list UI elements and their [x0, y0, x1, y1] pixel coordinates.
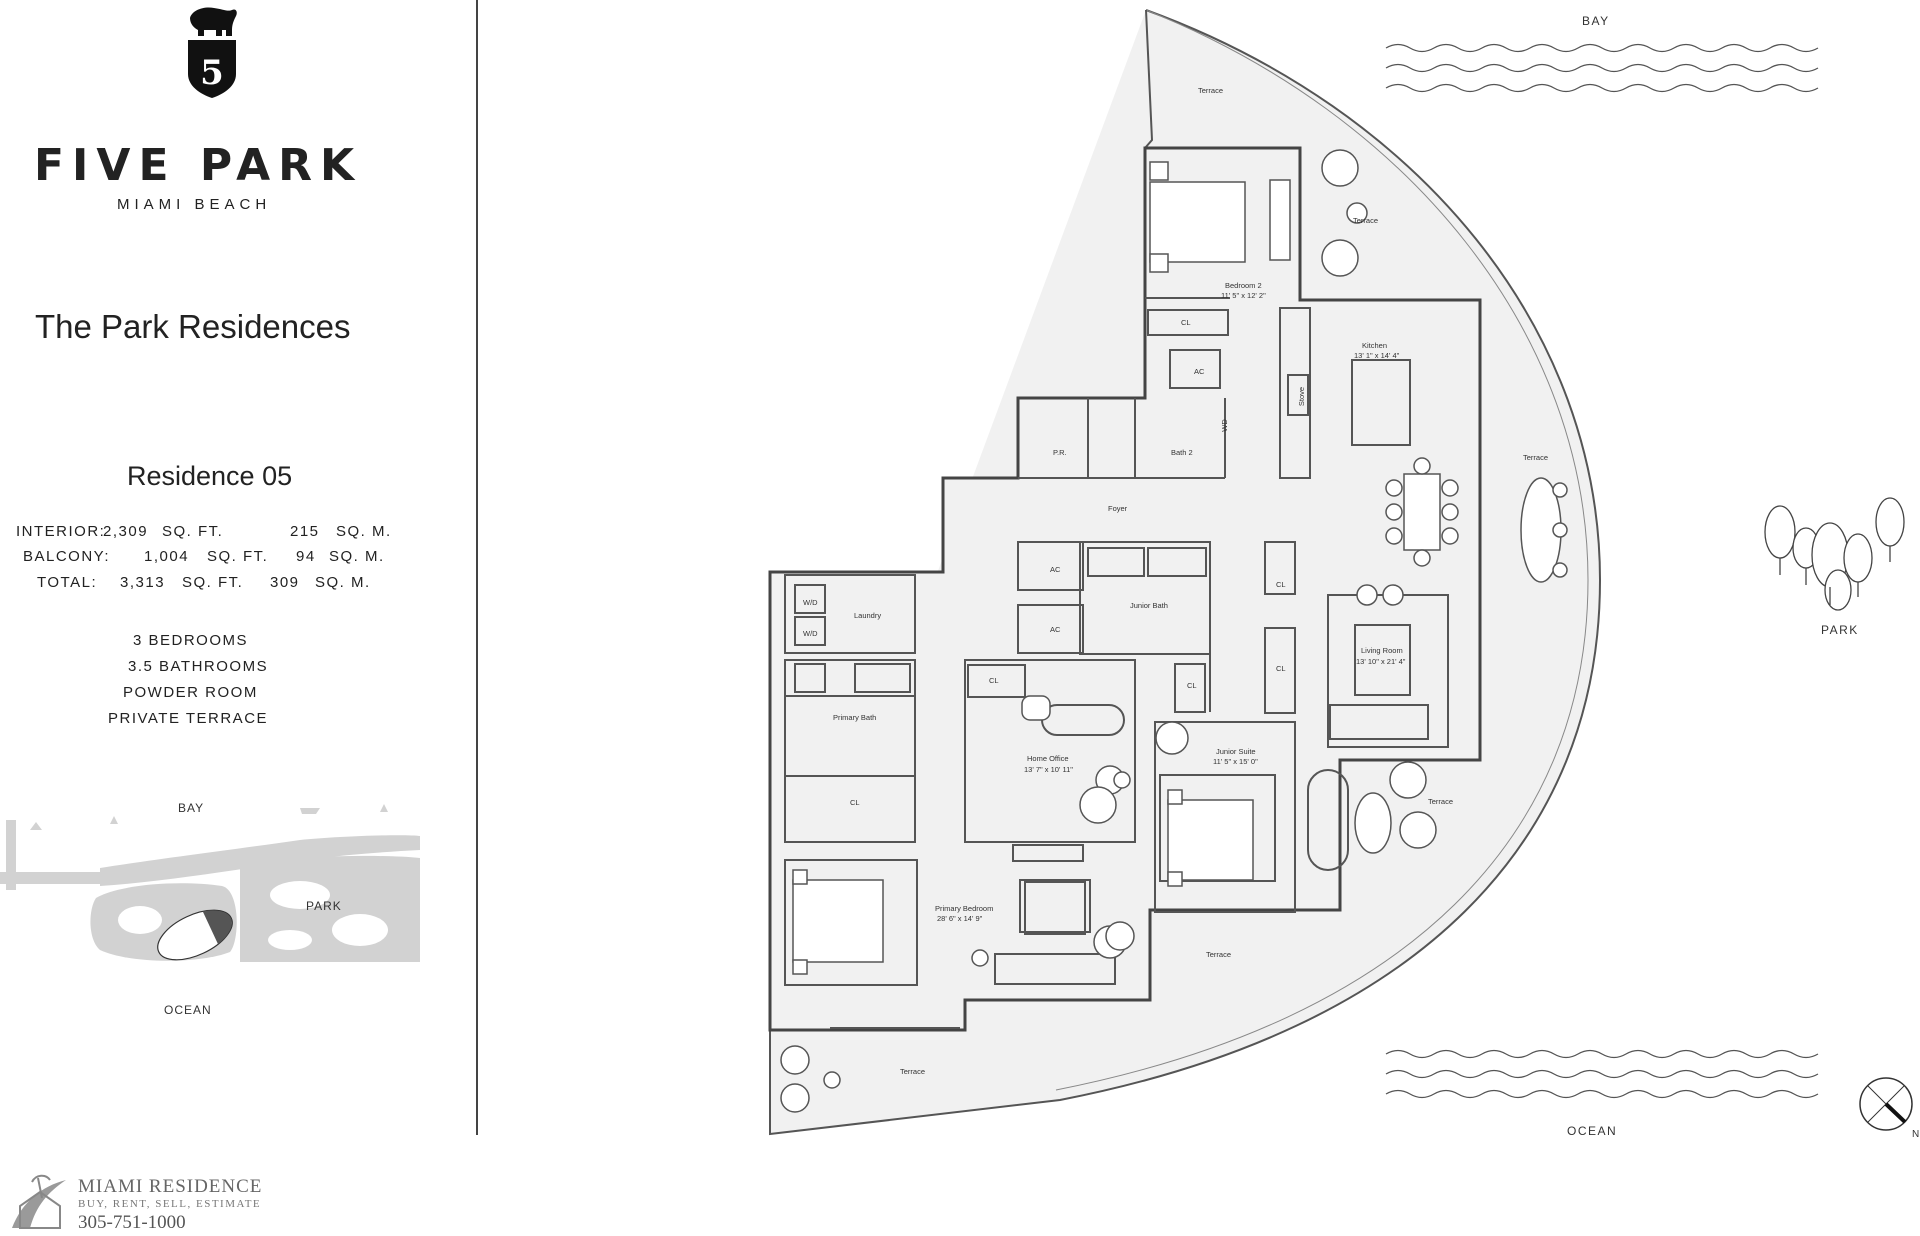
room-label-cl-a: CL: [1276, 580, 1286, 589]
brand-location: MIAMI BEACH: [117, 196, 272, 213]
plan-bay-label: BAY: [1582, 14, 1610, 28]
room-label-junior-bath: Junior Bath: [1130, 601, 1168, 610]
room-label-terrace-top: Terrace: [1198, 86, 1224, 95]
site-key-map: [0, 804, 420, 962]
feature-powder-room: POWDER ROOM: [123, 684, 258, 701]
room-label-ac-upper: AC: [1194, 367, 1205, 376]
room-label-living: Living Room: [1361, 646, 1403, 655]
room-label-terrace-living: Terrace: [1428, 797, 1454, 806]
info-sidebar: 5 FIVE PARK MIAMI BEACH The Park Residen…: [0, 0, 478, 1236]
room-label-bedroom2: Bedroom 2: [1225, 281, 1262, 290]
spec-balcony-sqm-unit: SQ. M.: [329, 548, 385, 565]
spec-interior-sqm-unit: SQ. M.: [336, 523, 392, 540]
room-label-wd-bath2: WD: [1219, 419, 1229, 432]
room-label-laundry: Laundry: [854, 611, 882, 620]
room-label-kitchen: Kitchen: [1362, 341, 1388, 350]
feature-private-terrace: PRIVATE TERRACE: [108, 710, 269, 727]
room-label-cl-bed2: CL: [1181, 318, 1191, 327]
room-label-terrace-right: Terrace: [1523, 453, 1549, 462]
spec-total-sqft-unit: SQ. FT.: [182, 574, 244, 591]
spec-total-sqft: 3,313: [120, 574, 166, 591]
spec-interior-sqft-unit: SQ. FT.: [162, 523, 224, 540]
svg-text:5: 5: [200, 53, 224, 93]
plan-ocean-label: OCEAN: [1567, 1124, 1618, 1138]
site-map-ocean-label: OCEAN: [164, 1003, 212, 1017]
room-label-home-office-dim: 13' 7" x 10' 11": [1024, 765, 1073, 774]
spec-total-sqm: 309: [270, 574, 300, 591]
spec-interior-label: INTERIOR:: [16, 523, 106, 540]
spec-balcony-sqft: 1,004: [144, 548, 190, 565]
room-label-junior-suite-dim: 11' 5" x 15' 0": [1213, 757, 1258, 766]
room-label-foyer: Foyer: [1108, 504, 1128, 513]
collection-title: The Park Residences: [35, 308, 351, 345]
room-label-stove: Stove: [1297, 386, 1307, 407]
spec-balcony-sqft-unit: SQ. FT.: [207, 548, 269, 565]
spec-balcony-sqm: 94: [296, 548, 316, 565]
room-label-pr: P.R.: [1053, 448, 1067, 457]
room-label-cl-c: CL: [989, 676, 999, 685]
vertical-divider: [476, 0, 478, 1135]
credit-phone[interactable]: 305-751-1000: [78, 1212, 186, 1233]
room-label-home-office: Home Office: [1027, 754, 1069, 763]
room-label-bath2: Bath 2: [1171, 448, 1193, 457]
feature-bathrooms: 3.5 BATHROOMS: [128, 658, 269, 675]
room-label-ac1: AC: [1050, 565, 1061, 574]
spec-interior-sqft: 2,309: [103, 523, 149, 540]
palm-house-logo-icon: [12, 1174, 66, 1229]
spec-balcony-label: BALCONY:: [23, 548, 111, 565]
room-label-junior-suite: Junior Suite: [1216, 747, 1256, 756]
spec-interior-sqm: 215: [290, 523, 320, 540]
spec-total-sqm-unit: SQ. M.: [315, 574, 371, 591]
room-label-living-dim: 13' 10" x 21' 4": [1356, 657, 1406, 666]
elephant-shield-logo: 5: [188, 7, 237, 98]
room-label-terrace-bed2: Terrace: [1353, 216, 1379, 225]
room-label-ac2: AC: [1050, 625, 1061, 634]
feature-bedrooms: 3 BEDROOMS: [133, 632, 249, 649]
room-label-cl-d: CL: [1187, 681, 1197, 690]
room-label-wd2: W/D: [803, 629, 818, 638]
spec-total-label: TOTAL:: [37, 574, 98, 591]
residence-title: Residence 05: [127, 461, 293, 491]
room-label-primary-bath: Primary Bath: [833, 713, 877, 722]
room-label-primary-bedroom-dim: 28' 6" x 14' 9": [937, 914, 983, 923]
room-label-kitchen-dim: 13' 1" x 14' 4": [1354, 351, 1400, 360]
compass-icon: [1859, 1077, 1913, 1131]
room-label-terrace-bottom-mid: Terrace: [1206, 950, 1232, 959]
plan-north-label: N: [1912, 1129, 1920, 1140]
room-label-terrace-bottom-left: Terrace: [900, 1067, 926, 1076]
site-map-park-label: PARK: [306, 899, 342, 913]
site-map-bay-label: BAY: [178, 801, 205, 815]
credit-tagline: BUY, RENT, SELL, ESTIMATE: [78, 1198, 262, 1210]
room-label-cl-primary: CL: [850, 798, 860, 807]
credit-name: MIAMI RESIDENCE: [78, 1176, 263, 1197]
room-label-wd1: W/D: [803, 598, 818, 607]
room-label-primary-bedroom: Primary Bedroom: [935, 904, 994, 913]
brand-name: FIVE PARK: [34, 140, 363, 191]
plan-park-label: PARK: [1821, 623, 1859, 637]
room-label-bedroom2-dim: 11' 5" x 12' 2": [1221, 291, 1266, 300]
room-label-cl-b: CL: [1276, 664, 1286, 673]
